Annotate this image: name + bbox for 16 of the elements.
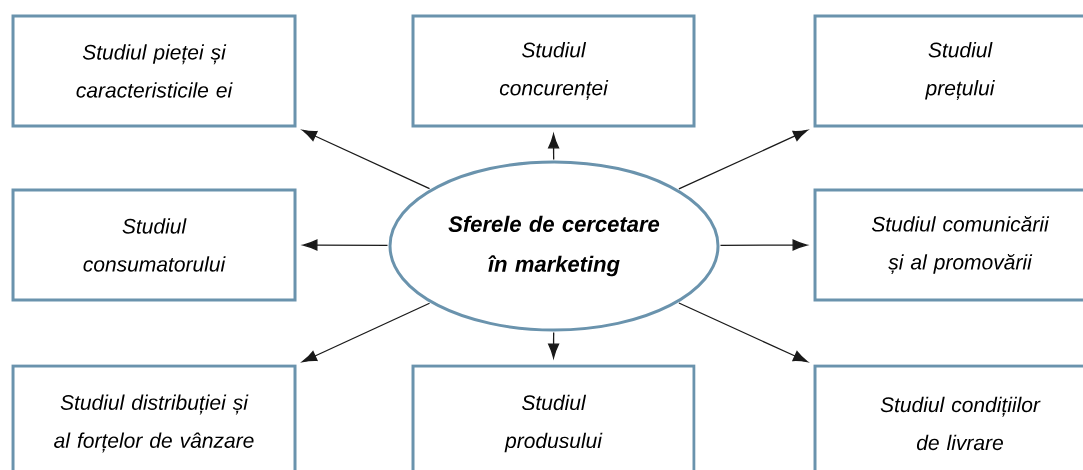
study-box: Studiul pieței și caracteristicile ei (11, 14, 297, 128)
study-box: Studiul consumatorului (11, 188, 297, 302)
study-box: Studiul condițiilor de livrare (813, 364, 1083, 470)
arrow (548, 133, 560, 161)
arrow (678, 129, 808, 190)
study-box: Studiul distribuției și al forțelor de vânzare (11, 364, 297, 470)
study-box: Studiul comunicării și al promovării (813, 188, 1083, 302)
arrow (548, 331, 560, 359)
study-box: Studiul produsului (411, 364, 696, 470)
arrow (678, 302, 808, 363)
study-box: Studiul concurenței (411, 14, 696, 128)
arrow (302, 239, 389, 251)
arrow (302, 129, 431, 190)
arrow (719, 239, 808, 251)
arrow (302, 302, 431, 363)
study-box: Studiul prețului (813, 14, 1083, 128)
